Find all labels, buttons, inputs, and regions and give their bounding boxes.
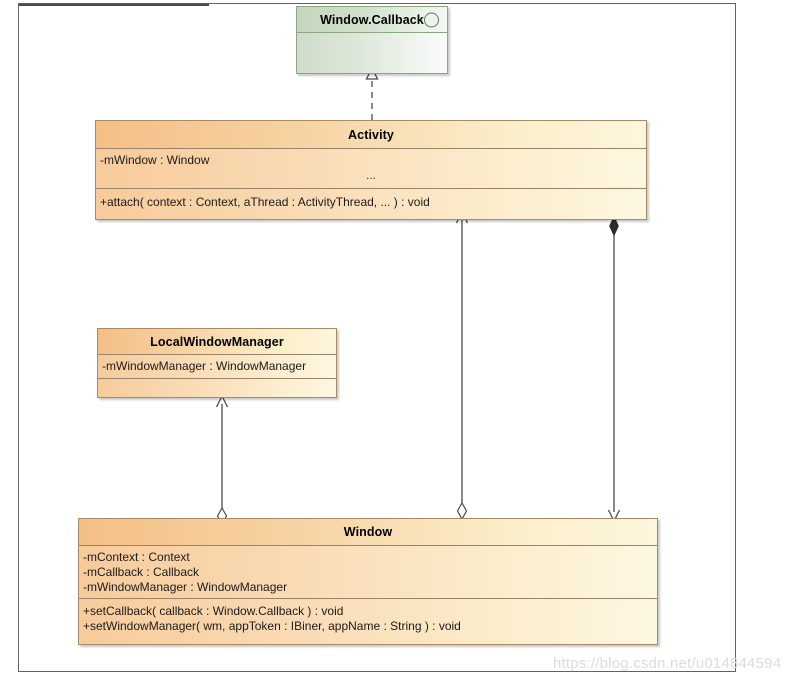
class-box-local-window-manager[interactable]: LocalWindowManager -mWindowManager : Win… [97,328,337,398]
attribute-line: -mContext : Context [83,550,190,564]
class-attributes-activity: -mWindow : Window ... [96,148,646,188]
operation-line: +attach( context : Context, aThread : Ac… [100,195,430,209]
class-box-activity[interactable]: Activity -mWindow : Window ... +attach( … [95,120,647,220]
operation-line: +setWindowManager( wm, appToken : IBiner… [83,619,461,633]
class-title-local-window-manager: LocalWindowManager [98,329,336,354]
class-attributes-local-window-manager: -mWindowManager : WindowManager [98,354,336,378]
class-operations-local-window-manager [98,378,336,397]
attribute-line: -mWindow : Window [100,153,210,167]
operation-line: +setCallback( callback : Window.Callback… [83,604,344,618]
interface-circle-icon [424,12,439,27]
class-name-label: Window [343,525,393,539]
watermark-text: https://blog.csdn.net/u014844594 [553,655,782,672]
class-name-label: Window.Callback [320,12,424,27]
class-attributes-window: -mContext : Context -mCallback : Callbac… [79,545,657,598]
class-box-window[interactable]: Window -mContext : Context -mCallback : … [78,518,658,645]
diagram-frame [18,3,736,672]
class-title-window: Window [79,519,657,545]
attribute-line: -mCallback : Callback [83,565,200,579]
attributes-ellipsis: ... [365,168,376,182]
class-title-activity: Activity [96,121,646,148]
attribute-line: -mWindowManager : WindowManager [102,359,307,373]
attribute-line: -mWindowManager : WindowManager [83,580,288,594]
class-title-window-callback: Window.Callback [297,7,447,32]
class-operations-window: +setCallback( callback : Window.Callback… [79,598,657,644]
class-name-label: Activity [348,127,394,142]
frame-title-stub [19,4,209,6]
class-name-label: LocalWindowManager [150,334,284,349]
class-attributes-window-callback [297,32,447,73]
class-box-window-callback[interactable]: Window.Callback [296,6,448,74]
class-operations-activity: +attach( context : Context, aThread : Ac… [96,188,646,219]
